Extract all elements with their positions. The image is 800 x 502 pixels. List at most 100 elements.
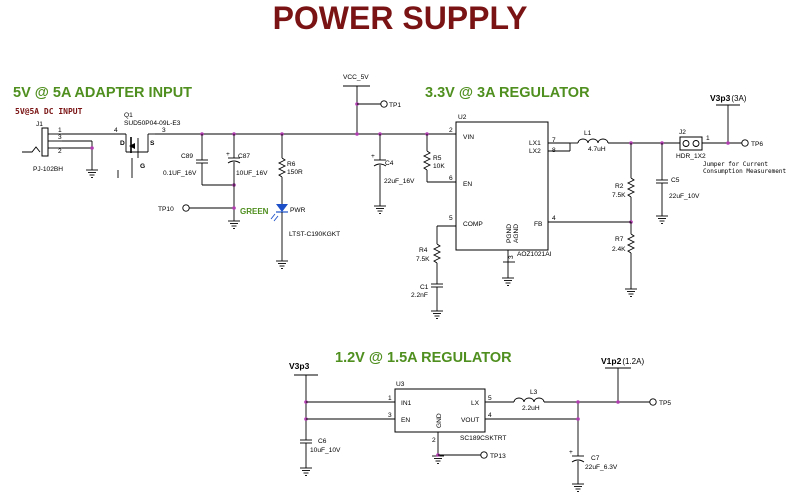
v1p2-net-label: V1p2(1.2A) [601, 356, 644, 366]
resistor-r5: R5 10K [422, 132, 456, 183]
led-indicator: R6 150R GREEN PWR LTST-C190KGKT [240, 132, 340, 269]
u2-pin-comp: COMP [463, 221, 483, 228]
j2-note-1: Jumper for Current [703, 161, 768, 168]
capacitor-c87: + C87 10UF_16V [226, 132, 268, 229]
u3-num-gnd: 2 [432, 437, 436, 444]
section-title-1v2: 1.2V @ 1.5A REGULATOR [335, 350, 512, 366]
j2-pin-1: 1 [706, 135, 710, 142]
v1p2-name: V1p2 [601, 356, 622, 366]
vcc5v-label: VCC_5V [343, 74, 369, 81]
v3p3-in-label: V3p3 [289, 361, 310, 371]
c87-plus: + [226, 151, 230, 158]
c87-ref: C87 [238, 153, 250, 160]
j2-part: HDR_1X2 [676, 153, 706, 160]
c5-ref: C5 [671, 177, 680, 184]
u2-num-lx2: 8 [552, 147, 556, 154]
c4-plus: + [371, 153, 375, 160]
u2-num-fb: 4 [552, 215, 556, 222]
r6-value: 150R [287, 169, 303, 176]
u2-pin-en: EN [463, 181, 472, 188]
u2-num-vin: 2 [449, 127, 453, 134]
c1-value: 2.2nF [411, 292, 428, 299]
c4-value: 22uF_16V [384, 178, 415, 185]
v3p3-net-label: V3p3(3A) [710, 93, 747, 103]
u2-num-comp: 5 [449, 215, 453, 222]
r7-value: 2.4K [612, 246, 626, 253]
section-title-3v3: 3.3V @ 3A REGULATOR [425, 85, 590, 101]
r6-ref: R6 [287, 161, 296, 168]
u3-num-in1: 1 [388, 395, 392, 402]
u3-ref: U3 [396, 381, 405, 388]
page-title: POWER SUPPLY [273, 0, 528, 36]
j1-part: PJ-102BH [33, 166, 63, 173]
jumper-j2: J2 HDR_1X2 1 Jumper for Current Consumpt… [676, 93, 786, 175]
c6-value: 10uF_10V [310, 447, 341, 454]
c89-ref: C89 [181, 153, 193, 160]
tp13-label: TP13 [490, 453, 506, 460]
j1-pin-3: 3 [58, 134, 62, 141]
u3-pin-lx: LX [471, 400, 480, 407]
j2-note-2: Consumption Measurement [703, 168, 786, 175]
u2-num-lx1: 7 [552, 137, 556, 144]
r5-value: 10K [433, 163, 445, 170]
l1-ref: L1 [584, 130, 592, 137]
v3p3-current: (3A) [731, 94, 746, 103]
v3p3-name: V3p3 [710, 93, 731, 103]
u2-pin-pgnd: PGND [506, 224, 513, 243]
q1-s-label: S [150, 140, 155, 147]
section-subtitle-input: 5V@5A DC INPUT [15, 107, 83, 116]
u3-pin-gnd: GND [436, 413, 443, 428]
c7-plus: + [569, 449, 573, 456]
c7-value: 22uF_6.3V [585, 464, 618, 471]
u3-pin-en: EN [401, 417, 410, 424]
u2-pin-vin: VIN [463, 134, 474, 141]
r2-value: 7.5K [612, 192, 626, 199]
tp1-label: TP1 [389, 102, 401, 109]
u2-pin-fb: FB [534, 221, 543, 228]
u2-pin-agnd: AGND [513, 224, 520, 243]
regulator-u3: U3 SC189CSKTRT IN1 EN GND LX VOUT 1 3 2 … [388, 381, 506, 464]
r5-ref: R5 [433, 155, 442, 162]
j2-ref: J2 [679, 129, 686, 136]
u2-part: AOZ1021AI [517, 251, 552, 258]
r4-value: 7.5K [416, 256, 430, 263]
q1-d-label: D [120, 140, 125, 147]
j1-ref: J1 [36, 121, 43, 128]
tp6-label: TP6 [751, 141, 763, 148]
net-v3p3-in: V3p3 C6 10uF_10V [289, 361, 395, 476]
capacitor-c4: + C4 22uF_16V [371, 132, 415, 214]
u2-pin-lx2: LX2 [529, 148, 541, 155]
j1-pin-1: 1 [58, 127, 62, 134]
l3-value: 2.2uH [522, 405, 540, 412]
comp-network: R4 7.5K C1 2.2nF [411, 225, 456, 319]
u3-pin-in1: IN1 [401, 400, 412, 407]
testpoint-tp10: TP10 [158, 204, 236, 213]
l3-ref: L3 [530, 389, 538, 396]
q1-g-label: G [140, 163, 145, 170]
u2-ref: U2 [458, 114, 467, 121]
c6-ref: C6 [318, 438, 327, 445]
r2-ref: R2 [615, 183, 624, 190]
r4-ref: R4 [419, 247, 428, 254]
u2-pin-lx1: LX1 [529, 140, 541, 147]
q1-pin-3: 3 [162, 127, 166, 134]
u3-num-vout: 4 [488, 412, 492, 419]
c89-value: 0.1UF_16V [163, 170, 197, 177]
section-title-input: 5V @ 5A ADAPTER INPUT [13, 85, 192, 101]
led-part: LTST-C190KGKT [289, 231, 340, 238]
c1-ref: C1 [420, 284, 429, 291]
led-name: PWR [290, 207, 306, 214]
q1-ref: Q1 [124, 112, 133, 119]
q1-pin-4: 4 [114, 127, 118, 134]
u2-num-en: 6 [449, 175, 453, 182]
u3-num-en: 3 [388, 412, 392, 419]
output-1v2: + L3 2.2uH C7 22uF_6.3V TP5 V1p2(1.2A) [485, 356, 671, 492]
mosfet-q1: Q1 SUD50P04-09L-E3 D S G 4 3 [108, 112, 181, 178]
c7-ref: C7 [591, 455, 600, 462]
led-color-label: GREEN [240, 207, 269, 216]
u3-part: SC189CSKTRT [460, 435, 506, 442]
q1-part: SUD50P04-09L-E3 [124, 120, 181, 127]
tp10-label: TP10 [158, 206, 174, 213]
u3-pin-vout: VOUT [461, 417, 479, 424]
regulator-u2: U2 AOZ1021AI VIN EN COMP LX1 LX2 FB PGND… [449, 114, 556, 286]
